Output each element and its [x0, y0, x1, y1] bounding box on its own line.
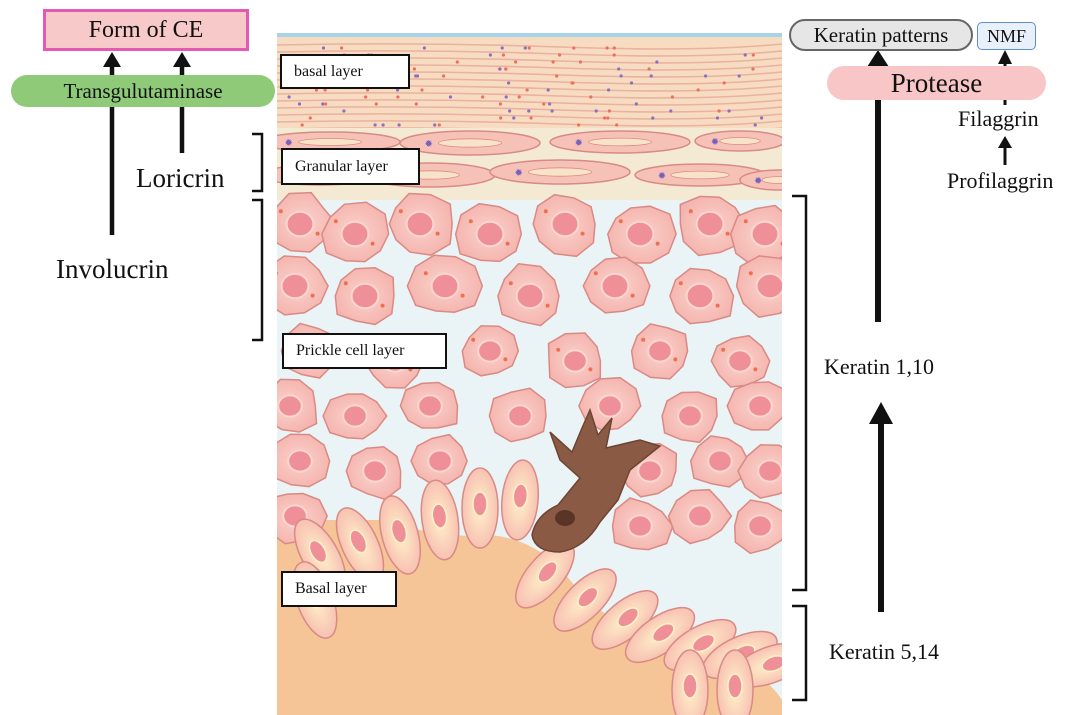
prickle-cell-layer-label: Prickle cell layer [282, 333, 447, 369]
nmf-box: NMF [977, 22, 1036, 50]
profilaggrin-label: Profilaggrin [947, 170, 1053, 192]
top-layer-label: basal layer [280, 54, 410, 89]
svg-text:✹: ✹ [754, 176, 762, 187]
keratin-5-14-bracket [792, 606, 806, 700]
granular-layer-label: Granular layer [281, 148, 420, 185]
skin-section: ✹✹✹✹✹✹✹✹✹ [257, 30, 820, 715]
protease-pill: Protease [827, 66, 1046, 100]
keratin-patterns-label: Keratin patterns [814, 23, 949, 48]
keratin-5-14-arrow [869, 402, 893, 612]
granular-bracket [252, 134, 262, 191]
svg-text:✹: ✹ [515, 168, 523, 179]
skin-surface [277, 30, 782, 37]
loricrin-label: Loricrin [136, 165, 224, 192]
svg-text:✹: ✹ [575, 138, 583, 149]
keratin-patterns-pill: Keratin patterns [789, 19, 973, 51]
involucrin-label: Involucrin [56, 256, 168, 283]
filaggrin-label: Filaggrin [958, 108, 1039, 130]
keratin-1-10-label: Keratin 1,10 [824, 356, 934, 378]
svg-text:✹: ✹ [658, 171, 666, 182]
keratin-1-10-bracket [792, 196, 806, 590]
form-of-ce-label: Form of CE [89, 17, 204, 44]
form-of-ce-box: Form of CE [43, 9, 249, 51]
prickle-bracket [252, 200, 262, 340]
protease-label: Protease [891, 68, 982, 99]
transglutaminase-pill: Transgulutaminase [11, 75, 275, 107]
keratin-5-14-label: Keratin 5,14 [829, 641, 939, 663]
svg-text:✹: ✹ [711, 137, 719, 148]
transglutaminase-label: Transgulutaminase [63, 79, 222, 104]
basal-layer-label: Basal layer [281, 571, 397, 607]
nmf-label: NMF [987, 26, 1026, 47]
profilaggrin-arrow [998, 136, 1012, 165]
svg-text:✹: ✹ [425, 139, 433, 150]
